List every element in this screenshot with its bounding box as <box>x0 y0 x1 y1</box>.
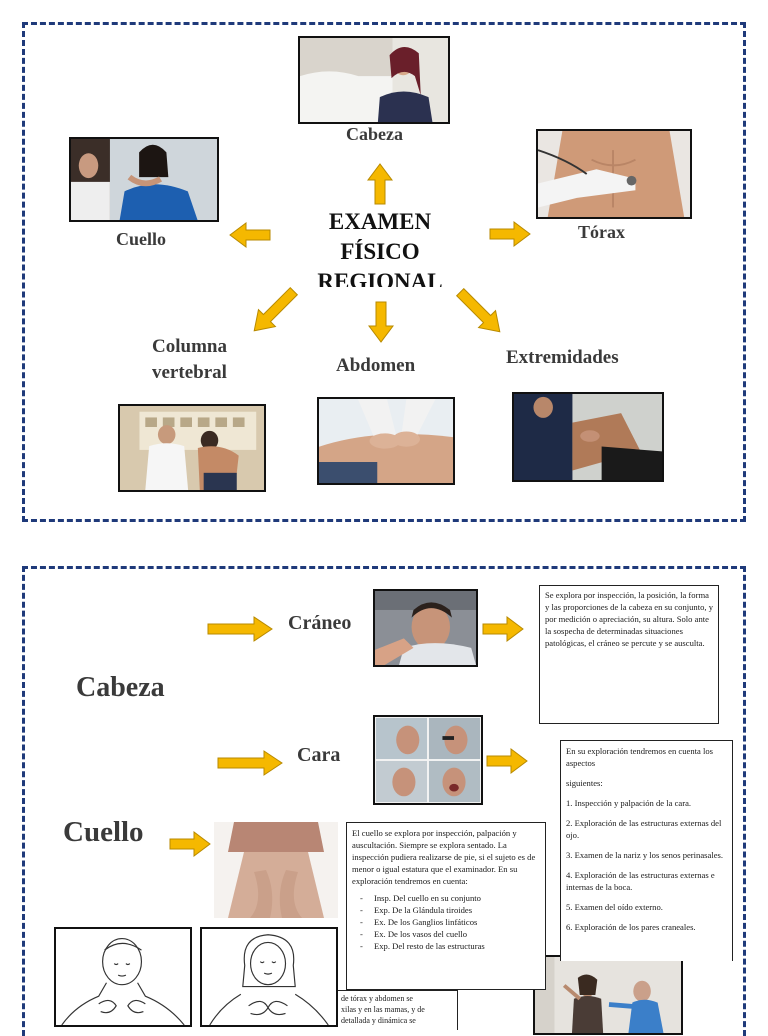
title-line-3: REGIONAL <box>317 269 443 287</box>
label-columna-line2: vertebral <box>152 362 227 383</box>
arrow-cuello-icon <box>169 831 211 857</box>
cara-item-3: 3. Examen de la nariz y los senos perina… <box>566 850 724 861</box>
arrow-cara-icon <box>217 750 283 776</box>
partial-line-3: detallada y dinámica se <box>341 1015 416 1025</box>
cuello-item-3: Ex. De los Ganglios linfáticos <box>360 916 540 928</box>
craneo-photo <box>373 589 478 667</box>
label-cabeza: Cabeza <box>346 124 403 144</box>
extremidades-photo <box>512 392 664 482</box>
heading-cuello: Cuello <box>63 816 144 848</box>
partial-line-2: xilas y en las mamas, y de <box>341 1004 425 1014</box>
label-columna-line1: Columna <box>152 336 227 357</box>
cara-text-box: En su exploración tendremos en cuenta lo… <box>560 740 733 961</box>
drawing-male-photo <box>54 927 192 1027</box>
arrow-down-left-icon <box>246 286 302 332</box>
cara-item-6: 6. Exploración de los pares craneales. <box>566 922 696 933</box>
label-columna-vertebral: Columna vertebral <box>152 334 227 386</box>
partial-text-box: de tórax y abdomen se xilas y en las mam… <box>338 990 458 1030</box>
label-torax: Tórax <box>578 222 625 242</box>
columna-photo <box>118 404 266 492</box>
cara-item-5: 5. Examen del oído externo. <box>566 902 663 913</box>
cuello-description: El cuello se explora por inspección, pal… <box>352 828 536 887</box>
cuello-text-box: El cuello se explora por inspección, pal… <box>346 822 546 990</box>
arrow-right-icon <box>489 221 531 247</box>
arrow-craneo-text-icon <box>482 616 524 642</box>
cara-intro-2: siguientes: <box>566 778 603 789</box>
arrow-down-right-icon <box>452 287 508 333</box>
main-title: EXAMEN FÍSICO REGIONAL <box>300 207 460 287</box>
arrow-up-icon <box>367 163 393 205</box>
drawing-female-photo <box>200 927 338 1027</box>
heading-cabeza: Cabeza <box>76 672 165 703</box>
cuello-photo <box>69 137 219 222</box>
page1-frame <box>22 22 746 522</box>
cara-item-1: 1. Inspección y palpación de la cara. <box>566 798 692 809</box>
title-line-2: FÍSICO <box>340 239 420 264</box>
craneo-description: Se explora por inspección, la posición, … <box>545 590 713 649</box>
cuello-item-4: Ex. De los vasos del cuello <box>360 928 540 940</box>
torax-photo <box>536 129 692 219</box>
cabeza-photo <box>298 36 450 124</box>
cuello-item-1: Insp. Del cuello en su conjunto <box>360 892 540 904</box>
label-extremidades: Extremidades <box>506 347 619 368</box>
cuello-list: Insp. Del cuello en su conjunto Exp. De … <box>352 892 540 952</box>
arrow-cara-text-icon <box>486 748 528 774</box>
cuello-item-5: Exp. Del resto de las estructuras <box>360 940 540 952</box>
cuello-item-2: Exp. De la Glándula tiroides <box>360 904 540 916</box>
cara-item-2: 2. Exploración de las estructuras extern… <box>566 818 722 841</box>
partial-line-1: de tórax y abdomen se <box>341 994 413 1003</box>
cara-item-4: 4. Exploración de las estructuras extern… <box>566 870 715 893</box>
cara-photo <box>373 715 483 805</box>
label-cuello: Cuello <box>116 229 167 249</box>
page2-frame <box>22 566 746 1036</box>
title-line-1: EXAMEN <box>328 209 432 234</box>
craneo-text-box: Se explora por inspección, la posición, … <box>539 585 719 724</box>
cuello-exam-photo <box>214 822 338 918</box>
label-cara: Cara <box>297 744 341 766</box>
arrow-craneo-icon <box>207 616 273 642</box>
arrow-left-icon <box>229 222 271 248</box>
label-craneo: Cráneo <box>288 612 352 634</box>
abdomen-photo <box>317 397 455 485</box>
arrow-down-icon <box>361 301 401 343</box>
bottom-right-photo <box>533 955 683 1035</box>
cara-intro-1: En su exploración tendremos en cuenta lo… <box>566 746 714 769</box>
label-abdomen: Abdomen <box>336 355 416 376</box>
